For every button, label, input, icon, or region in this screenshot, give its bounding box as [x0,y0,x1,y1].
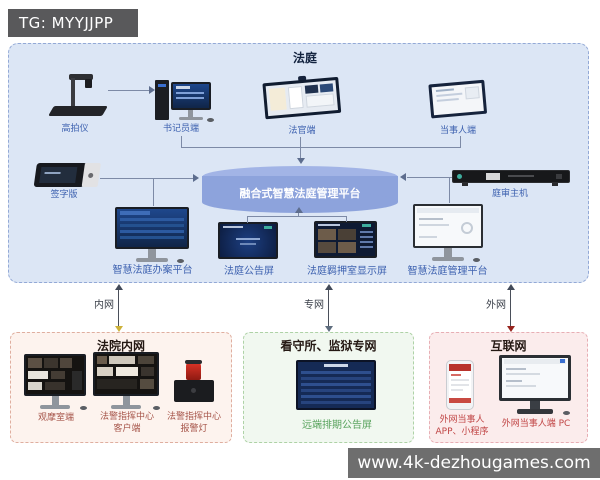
label-mgmt-platform: 智慧法庭管理平台 [407,266,488,277]
label-host: 庭审主机 [491,189,528,199]
pc-tower [155,80,169,120]
mouse-icon [153,406,160,410]
arrow-signpad-platform [193,174,199,182]
mouse-icon [177,259,184,263]
court-intranet-title: 法院内网 [96,339,145,353]
arrow-host-platform [400,173,406,181]
header-tag: TG: MYYJJPP [8,9,138,37]
arrow-into-platform-top [297,158,305,164]
label-detention-screen: 法庭羁押室显示屏 [307,266,387,277]
mouse-icon [80,406,87,410]
connector-bottom-bus [247,216,347,217]
internet-zone-title: 互联网 [490,339,527,353]
label-scanner: 高拍仪 [61,124,89,134]
label-remote-screen: 远端排期公告屏 [302,420,372,431]
connector-judge-platform [300,137,301,159]
connector-party-drop [460,136,461,148]
signature-pad-icon [33,163,101,191]
link-dedicated-line [328,288,329,328]
label-internet-link: 外网 [486,300,506,311]
connector-detention-drop [346,216,347,222]
label-dedicated-link: 专网 [304,300,324,311]
label-signpad: 签字版 [50,190,78,200]
link-intranet-arrow-down [115,326,123,332]
party-app-phone-icon [446,360,476,412]
label-notice-screen: 法庭公告屏 [224,266,274,277]
case-platform-icon [113,207,193,263]
camera-arm [69,74,93,80]
link-dedicated-arrow-up [325,284,333,290]
arrow-scanner-clerk [149,86,155,94]
courtroom-title: 法庭 [292,51,317,65]
judge-terminal-icon [262,75,344,126]
link-intranet-arrow-up [115,284,123,290]
camera-head [85,79,92,88]
prison-network-title: 看守所、监狱专网 [280,339,377,353]
platform-cylinder: 融合式智慧法庭管理平台 [202,166,398,213]
connector-notice-drop [247,216,248,223]
trial-host-icon [452,170,570,186]
detention-screen-icon [314,221,378,259]
connector-scanner-clerk [108,90,150,91]
label-command-client: 法警指挥中心 客户端 [99,412,154,434]
connector-mgmt-drop [449,177,450,203]
arrow-into-platform-bottom [295,207,303,213]
cylinder-bottom [202,191,398,213]
mgmt-platform-icon [411,204,487,262]
clerk-workstation-icon [155,76,214,124]
connector-host [407,177,452,178]
connector-case-drop [153,178,154,206]
remote-notice-screen-icon [296,360,378,412]
connector-screens-up [298,211,299,217]
camera-pole [71,78,75,108]
camera-base [48,106,108,116]
mouse-icon [473,258,480,262]
connector-clerk-drop [181,136,182,148]
connector-top-bus [181,147,461,148]
label-judge: 法官端 [288,126,316,136]
observation-monitor-icon [24,354,88,410]
label-party-app: 外网当事人 APP、小程序 [435,415,489,437]
label-party-pc: 外网当事人端 PC [501,419,571,429]
mouse-icon [207,118,214,122]
prison-network-zone: 看守所、监狱专网 [243,332,414,443]
label-observation: 观摩室端 [37,413,74,423]
label-clerk: 书记员端 [162,124,199,134]
connector-signpad [100,178,194,179]
alarm-light-icon [172,360,216,406]
link-dedicated-arrow-down [325,326,333,332]
link-intranet-line [118,288,119,328]
alarm-dome [186,362,201,380]
label-party: 当事人端 [439,126,476,136]
platform-label: 融合式智慧法庭管理平台 [239,187,361,200]
link-internet-arrow-down [507,326,515,332]
link-internet-line [510,288,511,328]
watermark-url: www.4k-dezhougames.com [348,448,600,478]
link-internet-arrow-up [507,284,515,290]
label-alarm: 法警指挥中心 报警灯 [166,412,221,434]
mouse-icon [563,411,570,415]
label-intranet-link: 内网 [94,300,114,311]
clerk-screen [171,82,211,110]
document-camera-icon [45,72,111,120]
tower-stripe [158,84,166,87]
party-terminal-icon [428,79,489,125]
notice-screen-icon [218,222,280,260]
command-client-icon [93,352,161,410]
party-pc-icon [497,355,575,415]
label-case-platform: 智慧法庭办案平台 [112,265,193,276]
